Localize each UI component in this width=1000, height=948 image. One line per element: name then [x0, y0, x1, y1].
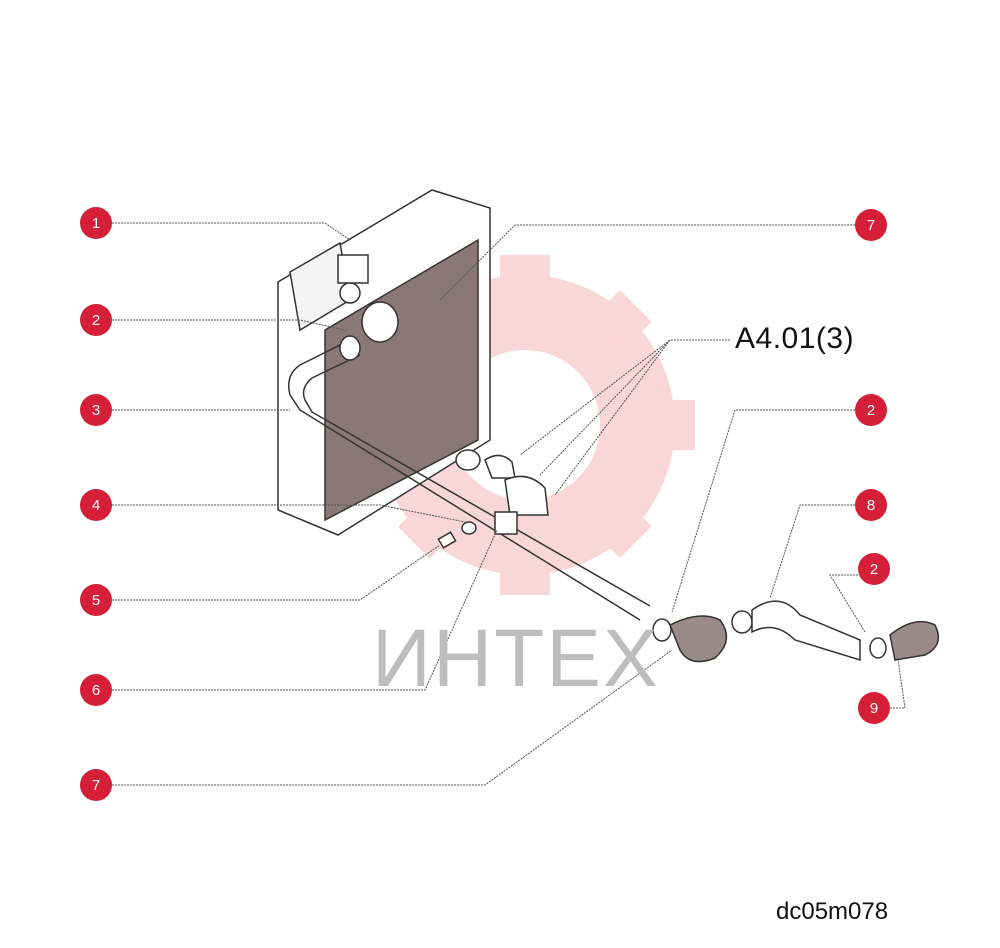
callout-7-lower: 7	[80, 769, 112, 801]
callout-5: 5	[80, 584, 112, 616]
hoses	[652, 600, 940, 663]
radiator-core	[324, 238, 479, 522]
callout-1: 1	[80, 207, 112, 239]
washer-and-bolt	[437, 521, 477, 549]
callout-2-middle: 2	[855, 394, 887, 426]
drawing-code: dc05m078	[776, 898, 889, 925]
radiator	[277, 189, 491, 536]
callout-9: 9	[858, 692, 890, 724]
callout-4: 4	[80, 489, 112, 521]
callout-2-upper: 2	[80, 304, 112, 336]
callout-7-upper: 7	[855, 209, 887, 241]
callout-2-lower: 2	[858, 553, 890, 585]
callout-3: 3	[80, 394, 112, 426]
leader-lines	[112, 222, 906, 786]
callout-6: 6	[80, 674, 112, 706]
reference-label: A4.01(3)	[735, 322, 855, 355]
callout-8: 8	[855, 489, 887, 521]
coolant-pipe	[288, 301, 651, 621]
bracket	[455, 449, 549, 535]
watermark-text: ИНТЕХ	[372, 613, 660, 704]
